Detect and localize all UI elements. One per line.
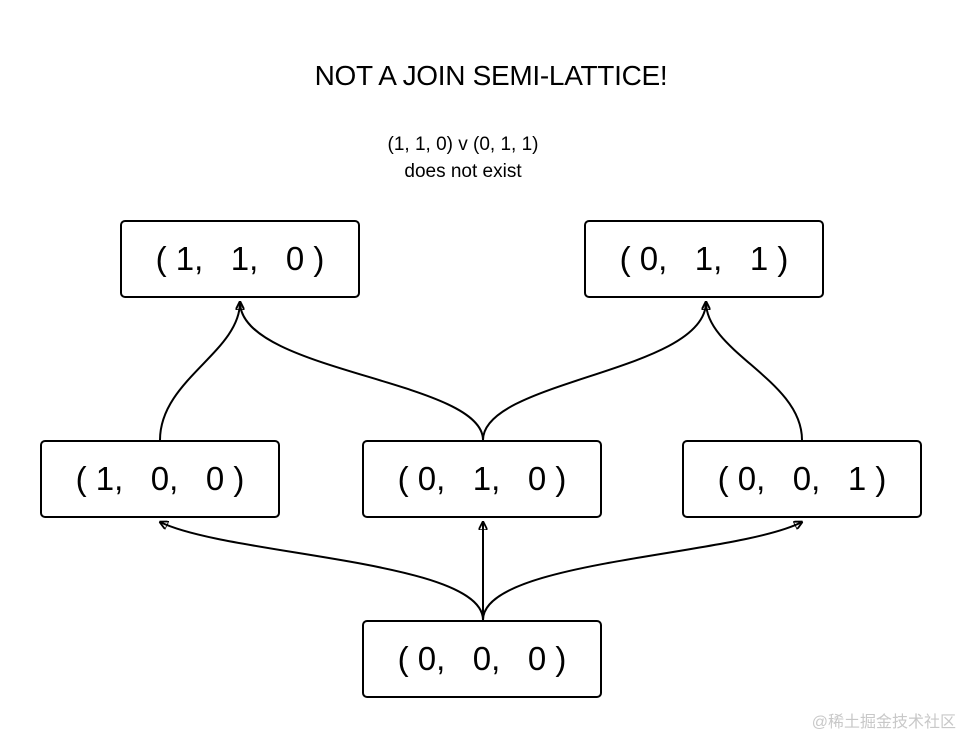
edge-010-to-011 — [482, 302, 706, 441]
watermark: @稀土掘金技术社区 — [811, 714, 956, 731]
join-note-line-2: does not exist — [404, 161, 522, 182]
node-110: ( 1, 1, 0 ) — [120, 220, 360, 298]
edge-000-to-001 — [482, 522, 802, 621]
node-100: ( 1, 0, 0 ) — [40, 440, 280, 518]
node-011: ( 0, 1, 1 ) — [584, 220, 824, 298]
edge-000-to-100 — [160, 522, 484, 621]
edge-001-to-011 — [706, 302, 803, 441]
edge-100-to-110 — [159, 302, 240, 441]
node-001: ( 0, 0, 1 ) — [682, 440, 922, 518]
node-010: ( 0, 1, 0 ) — [362, 440, 602, 518]
join-note-line-1: (1, 1, 0) v (0, 1, 1) — [387, 134, 539, 155]
diagram-title: NOT A JOIN SEMI-LATTICE! — [314, 60, 668, 91]
edge-010-to-110 — [240, 302, 484, 441]
node-000: ( 0, 0, 0 ) — [362, 620, 602, 698]
